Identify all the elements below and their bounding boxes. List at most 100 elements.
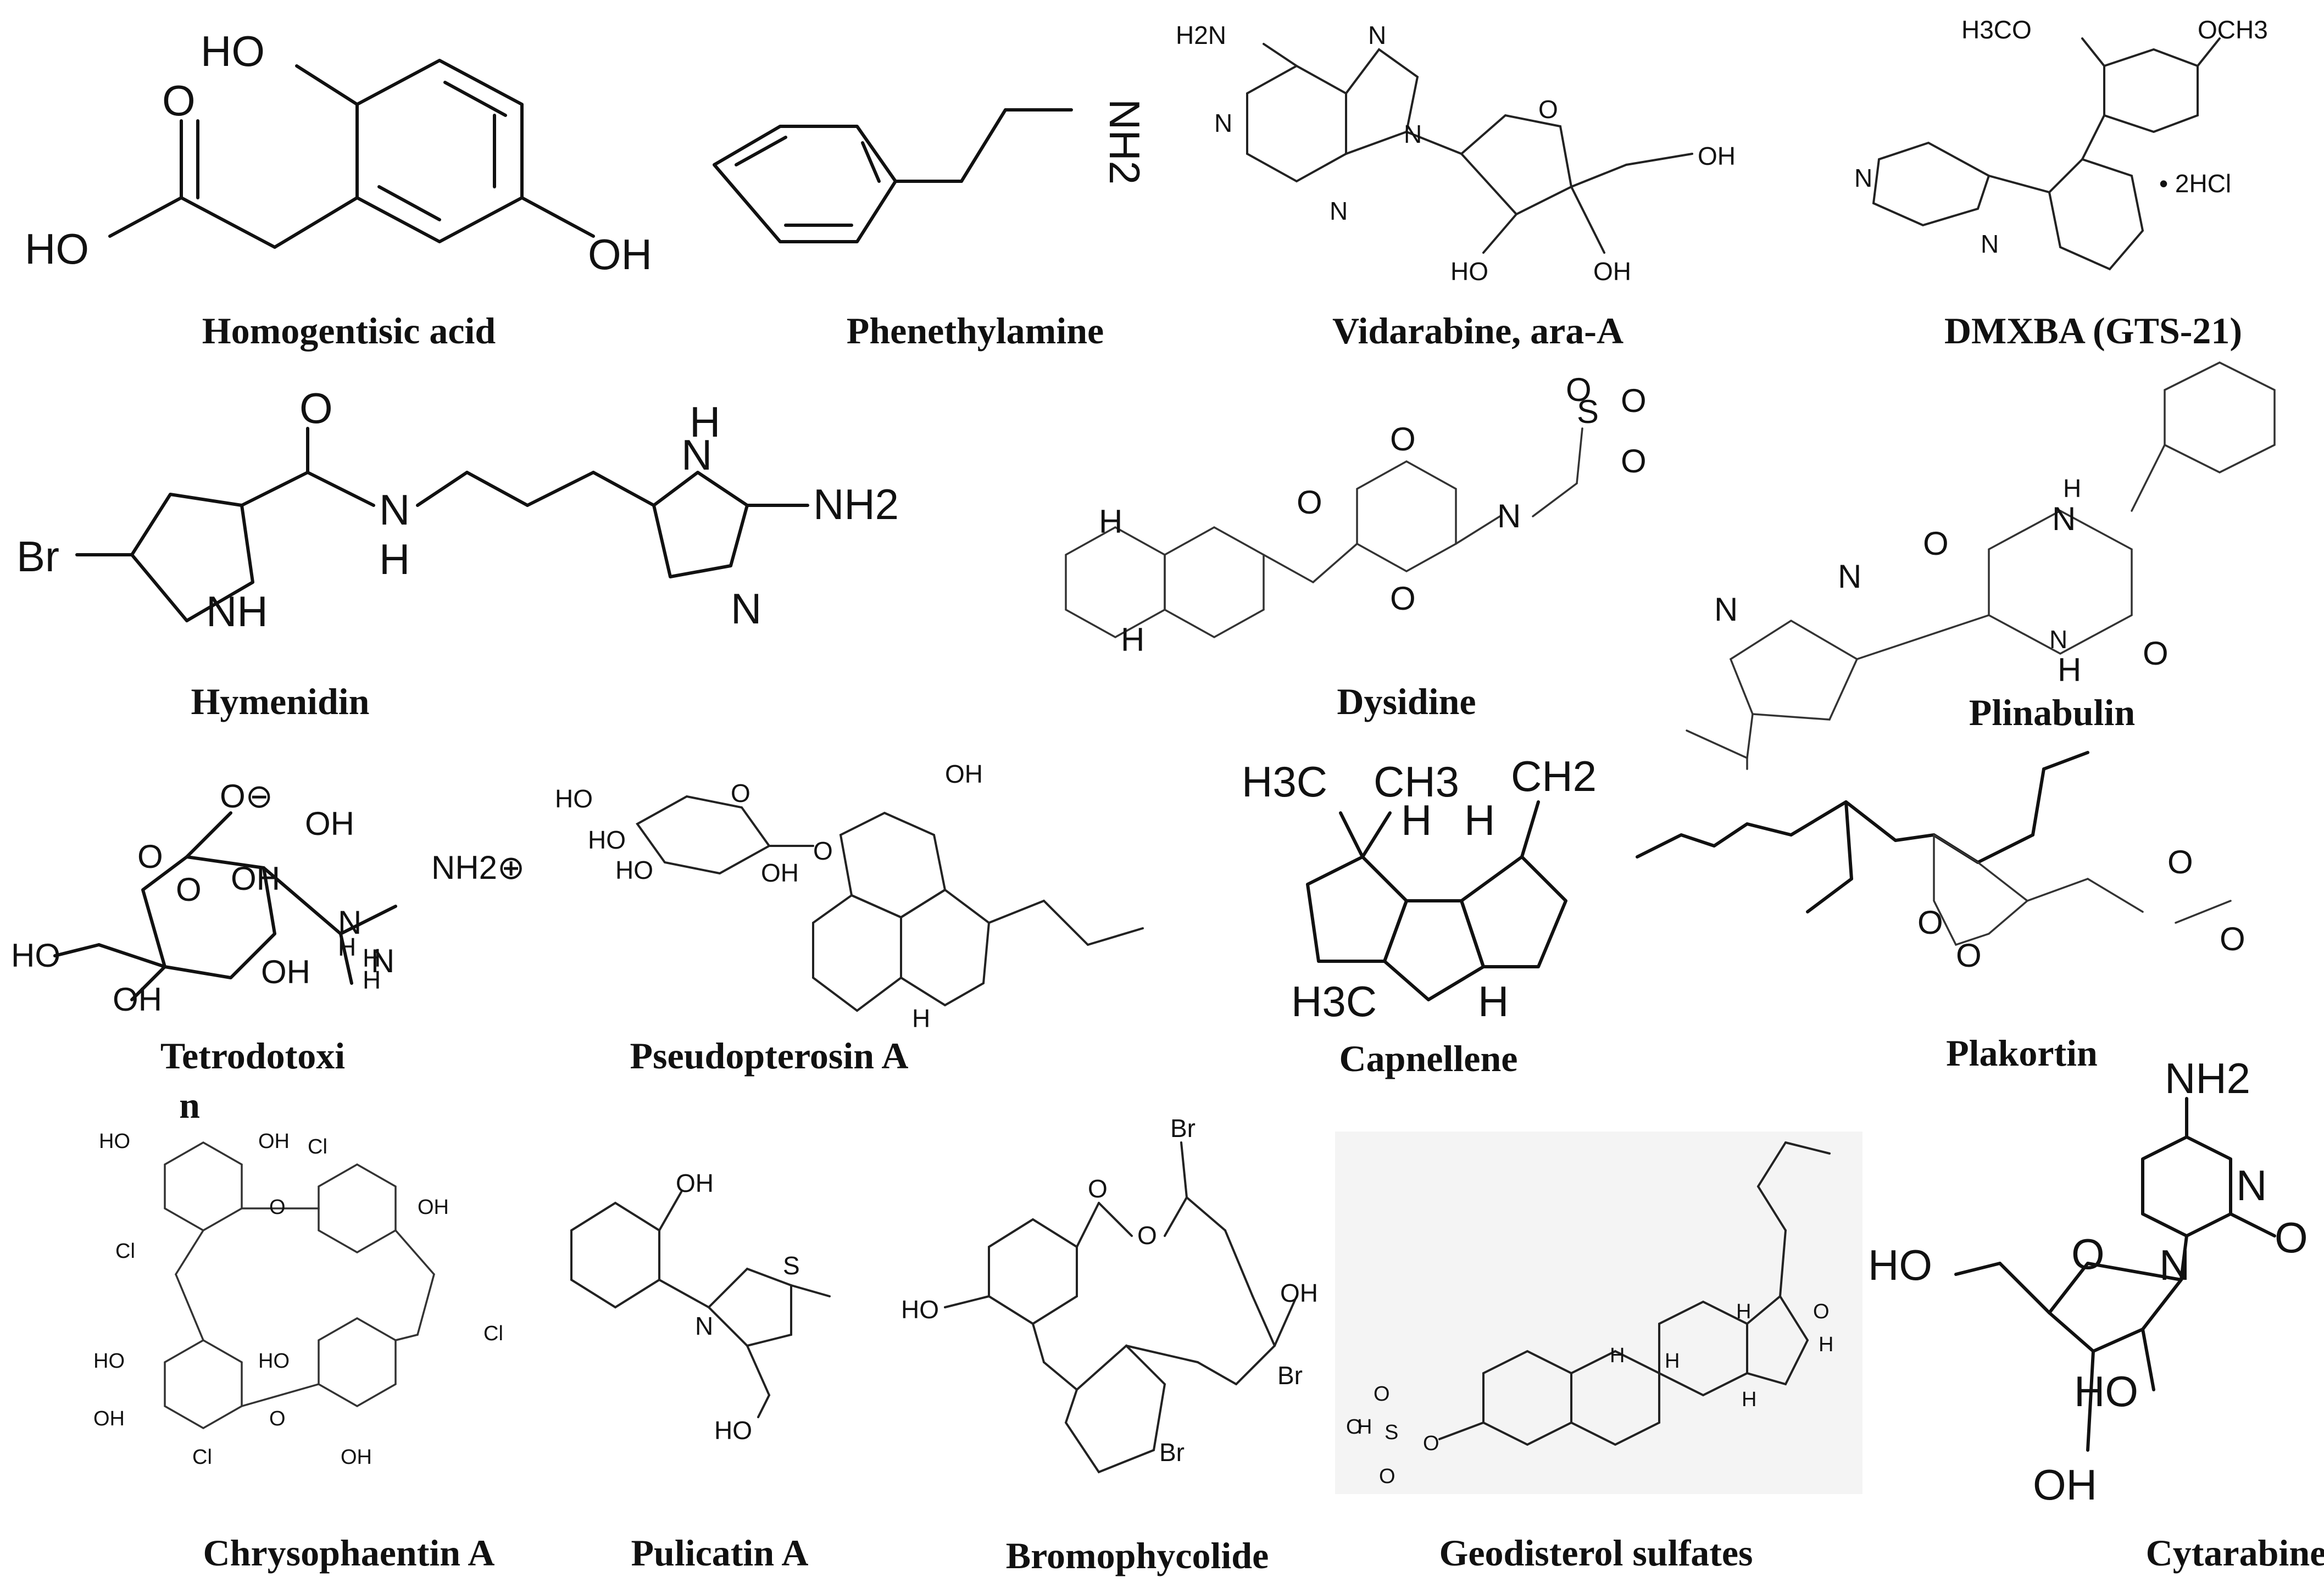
atom-label: H3C [1291, 977, 1377, 1025]
atom-label: OH [305, 805, 354, 842]
structure-cytarabine: NH2 N O N HO O HO OH [1868, 1054, 2308, 1509]
atom-label: H [690, 398, 720, 446]
atom-label: O [1390, 421, 1416, 458]
atom-label: O [1538, 95, 1558, 124]
atom-label: Cl [192, 1446, 212, 1469]
structure-homogentisic-acid: HO O HO OH [25, 27, 652, 278]
atom-label: H [1478, 977, 1509, 1025]
atom-label: OH [676, 1169, 714, 1197]
atom-label: NH2 [2165, 1054, 2250, 1102]
atom-label: H [1401, 796, 1432, 844]
atom-label: O [1379, 1465, 1395, 1488]
atom-label: O [269, 1407, 286, 1430]
structure-chrysophaentin-a: HO OH Cl Cl O OH Cl HO HO O OH Cl OH [93, 1130, 503, 1469]
structure-vidarabine: H2N N N N N O OH HO OH [1176, 21, 1736, 286]
atom-label: OH [418, 1196, 449, 1219]
caption-dysidine: Dysidine [1337, 681, 1476, 722]
caption-vidarabine: Vidarabine, ara-A [1332, 310, 1624, 352]
atom-label: H [363, 966, 381, 994]
atom-label: H [1742, 1388, 1756, 1411]
atom-label: H [1357, 1415, 1372, 1439]
caption-cytarabine: Cytarabine [2146, 1532, 2324, 1574]
atom-label: O [1297, 484, 1322, 521]
atom-label: H [1464, 796, 1495, 844]
caption-pulicatin-a: Pulicatin A [631, 1532, 808, 1574]
atom-label: HO [25, 225, 89, 273]
atom-label: O [1621, 382, 1647, 419]
caption-hymenidin: Hymenidin [191, 681, 370, 722]
atom-label: H [338, 933, 356, 961]
atom-label: O [1423, 1432, 1439, 1455]
structure-dmxba: H3CO OCH3 N N • 2HCl [1854, 15, 2268, 271]
caption-plakortin: Plakortin [1946, 1032, 2098, 1074]
structure-hymenidin: Br O N H NH H N NH2 N [16, 384, 899, 636]
atom-label: N [371, 943, 394, 979]
atom-label: O [1923, 525, 1949, 562]
atom-label: O [137, 838, 163, 875]
atom-label: H [1099, 503, 1122, 540]
caption-homogentisic-acid: Homogentisic acid [202, 310, 496, 352]
atom-label: N [1368, 21, 1386, 49]
atom-label: Cl [115, 1240, 135, 1263]
atom-label: CH3 [1374, 757, 1459, 806]
atom-label: H [2063, 474, 2081, 503]
caption-pseudopterosin-a: Pseudopterosin A [630, 1035, 909, 1077]
atom-label: N [1214, 109, 1232, 137]
atom-label: N [1404, 120, 1422, 148]
atom-label: H [912, 1004, 930, 1033]
atom-label: S [1385, 1421, 1398, 1444]
atom-label: O [1566, 371, 1592, 408]
atom-label: N [338, 904, 362, 941]
atom-label: O [2167, 844, 2193, 880]
atom-label: HO [2074, 1367, 2138, 1415]
atom-label: N [695, 1312, 713, 1340]
atom-label: O [1390, 580, 1416, 617]
atom-label: Cl [483, 1322, 503, 1345]
atom-label: HO [555, 784, 593, 813]
atom-label: N [1497, 498, 1521, 534]
atom-label: O [162, 76, 196, 125]
caption-plinabulin: Plinabulin [1969, 692, 2135, 733]
atom-label: OH [93, 1407, 125, 1430]
atom-label: N [2049, 625, 2067, 654]
atom-label: N [379, 486, 410, 534]
atom-label: O [1088, 1174, 1108, 1203]
caption-tetrodotoxin: Tetrodotoxi [160, 1035, 345, 1077]
structure-pulicatin-a: OH S N HO [570, 1169, 831, 1445]
caption-geodisterol-sulfates: Geodisterol sulfates [1439, 1532, 1753, 1574]
atom-label: NH2 [1100, 99, 1149, 185]
atom-label: CH2 [1511, 752, 1597, 800]
atom-label: H [1665, 1350, 1680, 1373]
atom-label: • 2HCl [2159, 169, 2231, 198]
atom-label: O [731, 779, 750, 807]
atom-label: H [2058, 651, 2081, 688]
atom-label: O [269, 1196, 286, 1219]
atom-label: OH [1698, 142, 1736, 170]
atom-label: O⊖ [220, 778, 273, 815]
caption-dmxba: DMXBA (GTS-21) [1944, 310, 2242, 352]
atom-label: N [1714, 591, 1738, 628]
structure-capnellene: H3C CH3 CH2 H H H3C H [1242, 752, 1597, 1025]
caption-bromophycolide: Bromophycolide [1006, 1535, 1269, 1576]
atom-label: H [363, 944, 381, 972]
atom-label: N [731, 584, 761, 633]
atom-label: NH2 [813, 480, 899, 528]
atom-label: O [1346, 1415, 1363, 1439]
atom-label: N [1330, 197, 1348, 225]
atom-label: HO [201, 27, 265, 75]
atom-label: OH [258, 1130, 290, 1153]
atom-label: HO [714, 1416, 752, 1445]
atom-label: O [299, 384, 333, 432]
atom-label: N [2236, 1161, 2267, 1210]
atom-label: OH [1593, 257, 1631, 286]
structure-plakortin: O O O O [1636, 751, 2245, 974]
atom-label: OH [113, 981, 162, 1018]
structure-phenethylamine: NH2 [713, 99, 1149, 243]
atom-label: O [176, 871, 202, 908]
atom-label: H [1819, 1333, 1833, 1356]
structure-plinabulin: O H N N N H N O [1686, 361, 2276, 770]
structure-tetrodotoxin: O⊖ OH O O OH N H NH2⊕ H N HO OH H OH [11, 778, 525, 1018]
caption-phenethylamine: Phenethylamine [847, 310, 1104, 352]
atom-label: OH [231, 860, 280, 897]
